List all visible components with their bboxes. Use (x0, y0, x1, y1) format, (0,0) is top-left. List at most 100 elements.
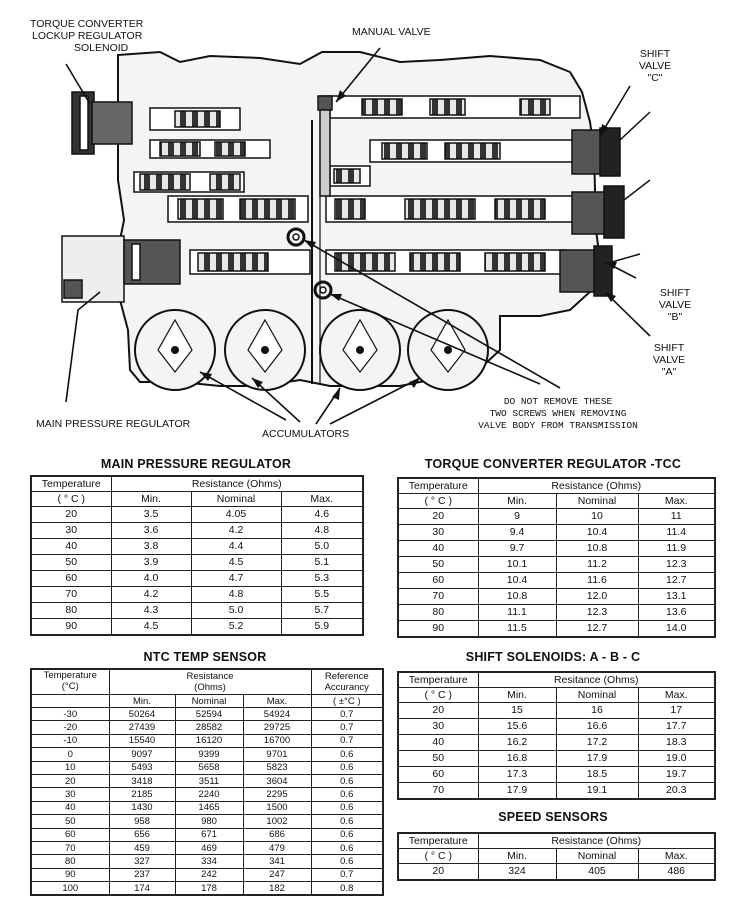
table-cell: 10.4 (555, 524, 639, 541)
valve-body-diagram (61, 47, 651, 425)
label-line: SHIFT (639, 48, 671, 60)
table-cell: 10 (555, 508, 639, 525)
header-ref-label: Reference (324, 671, 369, 682)
table-cell: 4.5 (110, 618, 192, 636)
header-nominal: Nominal (555, 493, 639, 509)
label-line: "C" (647, 72, 663, 84)
table-cell: 0.7 (310, 706, 384, 722)
label-line: LOCKUP REGULATOR (32, 30, 143, 42)
header-min: Min. (477, 848, 557, 864)
table-cell: 16120 (174, 733, 244, 749)
table-cell: 30 (397, 718, 479, 735)
table-cell: 3.9 (110, 554, 192, 571)
header-temperature: Temperature (30, 475, 112, 492)
table-cell: 11.4 (637, 524, 716, 541)
table-cell: 5823 (242, 760, 312, 775)
table-cell: 0.6 (310, 854, 384, 869)
table-cell: 50 (30, 554, 112, 571)
shift-solenoid-a (559, 245, 641, 297)
table-cell: 0.8 (310, 881, 384, 896)
title-speed: SPEED SENSORS (498, 810, 608, 824)
table-cell: 20 (397, 702, 479, 719)
table-shift-solenoids: Temperature Resitance (Ohms) ( ° C ) Min… (397, 671, 716, 800)
table-cell: 479 (242, 840, 312, 856)
table-cell: 90 (30, 867, 110, 883)
note-line: DO NOT REMOVE THESE (503, 396, 613, 407)
table-cell: 242 (174, 867, 244, 883)
table-cell: 16700 (242, 733, 312, 749)
table-cell: 469 (174, 840, 244, 856)
table-cell: 5658 (174, 760, 244, 775)
table-cell: 2295 (242, 787, 312, 802)
table-cell: 11.9 (637, 540, 716, 557)
table-cell: 5.2 (190, 618, 282, 636)
table-cell: 4.8 (280, 522, 364, 539)
header-temp-unit: ( ° C ) (30, 491, 112, 507)
accumulators (134, 309, 489, 391)
table-cell: 12.0 (555, 588, 639, 605)
table-ntc: Temperature (°C) Resistance (Ohms) Refer… (30, 668, 384, 897)
table-cell: 13.6 (637, 604, 716, 621)
table-cell: 19.0 (637, 750, 716, 767)
table-cell: 4.05 (190, 506, 282, 523)
table-cell: 15540 (108, 733, 176, 749)
table-cell: 9 (477, 508, 557, 525)
table-cell: 3.5 (110, 506, 192, 523)
table-cell: 1500 (242, 800, 312, 816)
table-cell: 70 (30, 586, 112, 603)
table-cell: -30 (30, 706, 110, 722)
table-cell: 1465 (174, 800, 244, 816)
header-min: Min. (477, 493, 557, 509)
table-cell: 0.7 (310, 867, 384, 883)
table-cell: 50 (30, 814, 110, 829)
table-cell: 50264 (108, 706, 176, 722)
table-cell: 4.5 (190, 554, 282, 571)
table-cell: 0.6 (310, 773, 384, 789)
header-max: Max. (637, 687, 716, 703)
table-cell: 9701 (242, 747, 312, 762)
table-cell: 14.0 (637, 620, 716, 638)
table-cell: 19.1 (555, 782, 639, 800)
table-cell: 20 (30, 773, 110, 789)
table-cell: 0.6 (310, 787, 384, 802)
table-cell: 686 (242, 827, 312, 842)
table-cell: 4.0 (110, 570, 192, 587)
table-cell: 70 (30, 840, 110, 856)
shift-solenoid-c (571, 111, 651, 177)
table-cell: 17.7 (637, 718, 716, 735)
table-cell: 2240 (174, 787, 244, 802)
valve-bores (133, 95, 587, 275)
table-cell: 3.6 (110, 522, 192, 539)
table-cell: 60 (30, 570, 112, 587)
label-line: VALVE (638, 60, 672, 72)
table-cell: 60 (397, 572, 479, 589)
table-cell: 324 (477, 863, 557, 881)
table-cell: 17.2 (555, 734, 639, 751)
table-cell: 1002 (242, 814, 312, 829)
table-cell: 30 (397, 524, 479, 541)
table-cell: 459 (108, 840, 176, 856)
table-cell: 16.8 (477, 750, 557, 767)
header-temp-unit: ( ° C ) (397, 848, 479, 864)
table-cell: 90 (397, 620, 479, 638)
shift-solenoid-b (571, 179, 651, 239)
table-cell: 3604 (242, 773, 312, 789)
table-cell: 20 (397, 508, 479, 525)
table-cell: 17 (637, 702, 716, 719)
table-cell: 19.7 (637, 766, 716, 783)
